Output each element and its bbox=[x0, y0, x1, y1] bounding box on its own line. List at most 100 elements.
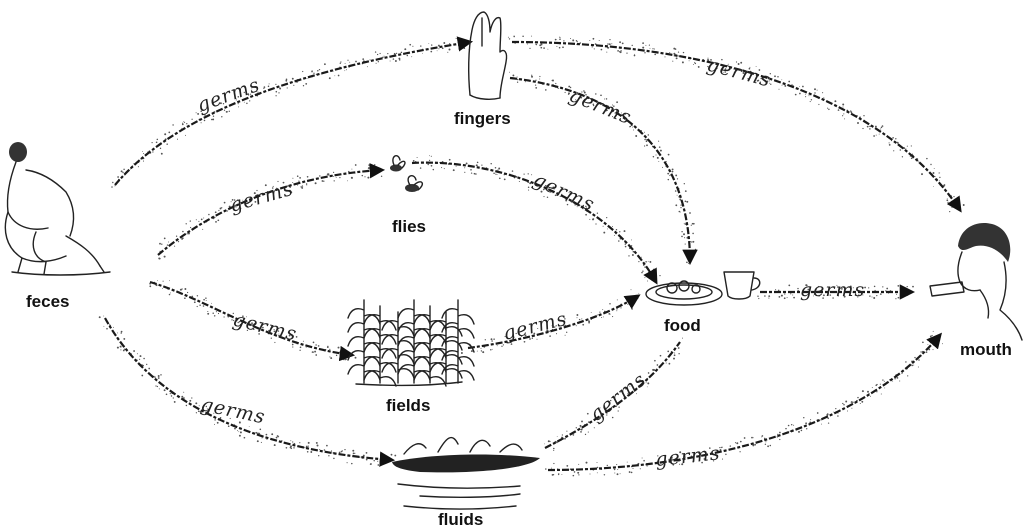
speckle-dot bbox=[324, 449, 326, 451]
speckle-dot bbox=[544, 443, 545, 444]
speckle-dot bbox=[139, 359, 140, 360]
speckle-dot bbox=[847, 410, 848, 411]
speckle-dot bbox=[680, 204, 681, 205]
speckle-dot bbox=[292, 178, 293, 179]
speckle-dot bbox=[548, 49, 549, 50]
speckle-dot bbox=[645, 261, 647, 263]
speckle-dot bbox=[862, 128, 863, 129]
speckle-dot bbox=[292, 441, 293, 442]
speckle-dot bbox=[581, 318, 582, 319]
speckle-dot bbox=[411, 56, 412, 57]
speckle-dot bbox=[382, 57, 383, 58]
speckle-dot bbox=[302, 185, 303, 186]
speckle-dot bbox=[234, 424, 235, 425]
speckle-dot bbox=[678, 353, 679, 354]
speckle-dot bbox=[202, 229, 203, 230]
speckle-dot bbox=[535, 84, 536, 85]
speckle-dot bbox=[570, 87, 571, 88]
speckle-dot bbox=[536, 44, 538, 46]
speckle-dot bbox=[299, 350, 300, 351]
speckle-dot bbox=[277, 435, 279, 437]
speckle-dot bbox=[297, 185, 298, 186]
speckle-dot bbox=[811, 99, 812, 100]
speckle-dot bbox=[517, 82, 518, 83]
speckle-dot bbox=[882, 379, 883, 380]
speckle-dot bbox=[490, 349, 492, 351]
speckle-dot bbox=[286, 78, 288, 80]
speckle-dot bbox=[902, 156, 903, 157]
speckle-dot bbox=[918, 366, 919, 367]
speckle-dot bbox=[561, 474, 562, 475]
speckle-dot bbox=[735, 442, 736, 443]
food-plate-icon bbox=[646, 281, 722, 305]
speckle-dot bbox=[549, 335, 551, 337]
speckle-dot bbox=[264, 86, 266, 88]
speckle-dot bbox=[481, 350, 482, 351]
node-label-flies: flies bbox=[392, 217, 426, 236]
speckle-dot bbox=[184, 122, 185, 123]
speckle-dot bbox=[217, 219, 219, 221]
speckle-dot bbox=[152, 151, 153, 152]
speckle-dot bbox=[930, 335, 932, 337]
speckle-dot bbox=[420, 45, 421, 46]
speckle-dot bbox=[655, 154, 656, 155]
speckle-dot bbox=[351, 177, 353, 179]
speckle-dot bbox=[157, 280, 158, 281]
speckle-dot bbox=[307, 176, 309, 178]
speckle-dot bbox=[893, 150, 894, 151]
speckle-dot bbox=[842, 115, 843, 116]
speckle-dot bbox=[675, 174, 677, 176]
speckle-dot bbox=[404, 48, 406, 50]
speckle-dot bbox=[553, 474, 554, 475]
speckle-dot bbox=[310, 451, 312, 453]
speckle-dot bbox=[203, 305, 205, 307]
speckle-dot bbox=[650, 48, 651, 49]
speckle-dot bbox=[499, 177, 501, 179]
speckle-dot bbox=[631, 472, 633, 474]
speckle-dot bbox=[805, 94, 806, 95]
speckle-dot bbox=[394, 455, 396, 457]
speckle-dot bbox=[271, 433, 273, 435]
speckle-dot bbox=[806, 428, 807, 429]
speckle-dot bbox=[501, 346, 502, 347]
speckle-dot bbox=[212, 118, 214, 120]
speckle-dot bbox=[784, 297, 786, 299]
speckle-dot bbox=[260, 429, 262, 431]
speckle-dot bbox=[249, 100, 250, 101]
speckle-dot bbox=[947, 202, 948, 203]
speckle-dot bbox=[867, 391, 869, 393]
speckle-dot bbox=[495, 174, 496, 175]
speckle-dot bbox=[568, 86, 570, 88]
speckle-dot bbox=[868, 287, 869, 288]
speckle-dot bbox=[514, 36, 515, 37]
speckle-dot bbox=[122, 172, 123, 173]
edge-label-feces-flies: germs bbox=[227, 178, 296, 217]
speckle-dot bbox=[612, 417, 614, 419]
speckle-dot bbox=[431, 156, 432, 157]
speckle-dot bbox=[628, 303, 629, 304]
speckle-dot bbox=[580, 431, 582, 433]
fly-icon bbox=[390, 156, 422, 192]
speckle-dot bbox=[413, 160, 415, 162]
speckle-dot bbox=[788, 81, 790, 83]
speckle-dot bbox=[597, 462, 598, 463]
speckle-dot bbox=[581, 429, 583, 431]
speckle-dot bbox=[527, 44, 528, 45]
speckle-dot bbox=[872, 387, 873, 388]
speckle-dot bbox=[170, 292, 171, 293]
speckle-dot bbox=[477, 351, 478, 352]
speckle-dot bbox=[682, 61, 684, 63]
speckle-dot bbox=[682, 338, 683, 339]
speckle-dot bbox=[99, 316, 101, 318]
speckle-dot bbox=[482, 351, 484, 353]
speckle-dot bbox=[879, 134, 880, 135]
speckle-dot bbox=[648, 134, 649, 135]
speckle-dot bbox=[161, 244, 162, 245]
speckle-dot bbox=[347, 180, 348, 181]
speckle-dot bbox=[625, 246, 627, 248]
speckle-dot bbox=[512, 170, 513, 171]
speckle-dot bbox=[441, 167, 442, 168]
speckle-dot bbox=[692, 233, 694, 235]
speckle-dot bbox=[594, 48, 595, 49]
speckle-dot bbox=[692, 241, 694, 243]
